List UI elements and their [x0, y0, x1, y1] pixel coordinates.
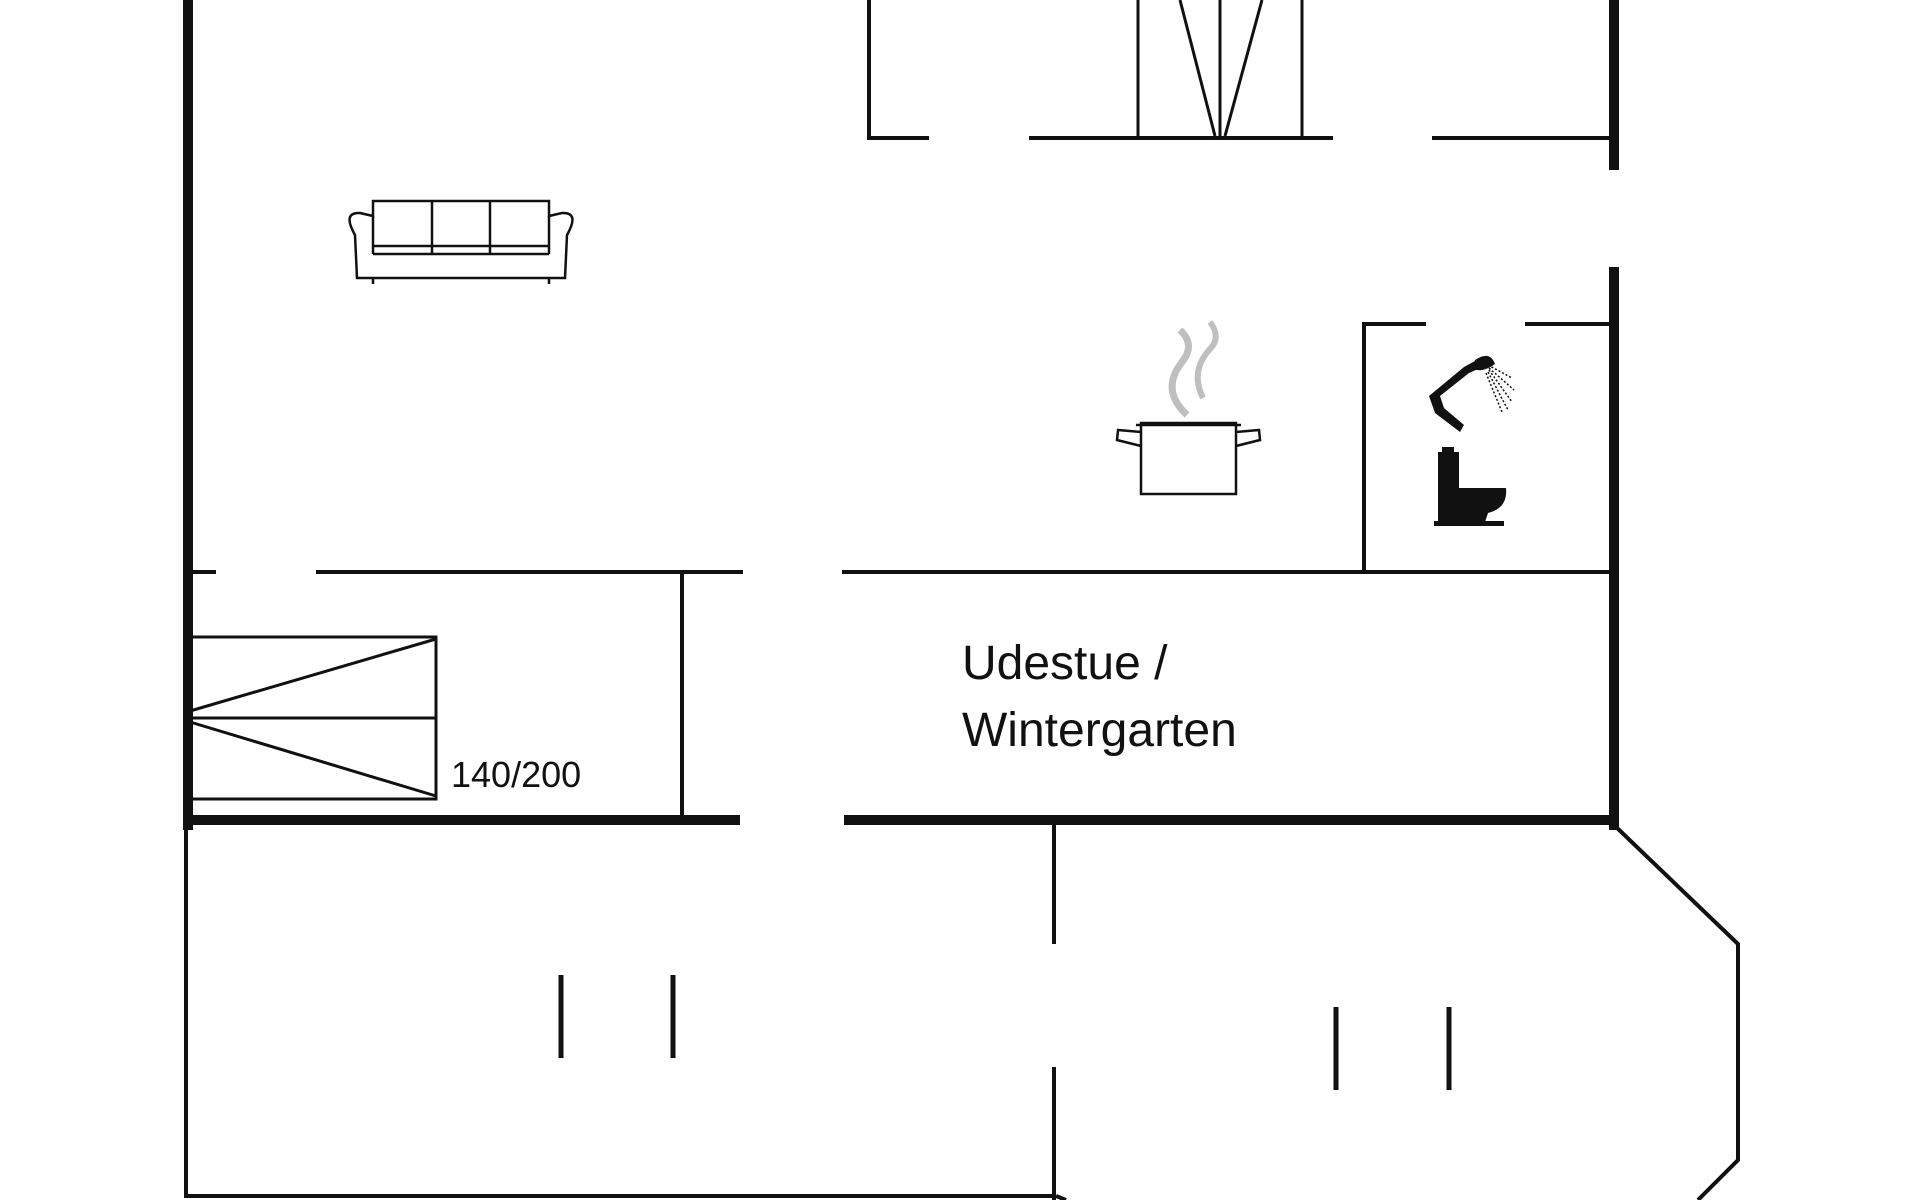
cooking-pot-icon: [1115, 320, 1262, 496]
closet-door-line-2: [1223, 0, 1264, 137]
lower-bottom-stub: [1055, 1194, 1067, 1200]
shower-icon: [1429, 355, 1515, 432]
steam: [1168, 327, 1192, 418]
window-marks: [558, 975, 1452, 1090]
sofa-icon: [348, 199, 574, 284]
outer-walls: [183, 0, 1619, 830]
bed-icon: [188, 635, 438, 801]
bed-size-label: 140/200: [451, 754, 581, 795]
room-label-line-2: Wintergarten: [962, 704, 1237, 757]
closet-door-line-1: [1178, 0, 1217, 137]
closet: [1136, 0, 1304, 138]
steam: [1194, 320, 1219, 400]
room-label-line-1: Udestue /: [962, 637, 1168, 690]
toilet-icon: [1434, 447, 1507, 526]
lower-section: [184, 823, 1740, 1200]
interior-walls: [188, 0, 1614, 820]
bay-window-wall: [1612, 823, 1740, 1200]
